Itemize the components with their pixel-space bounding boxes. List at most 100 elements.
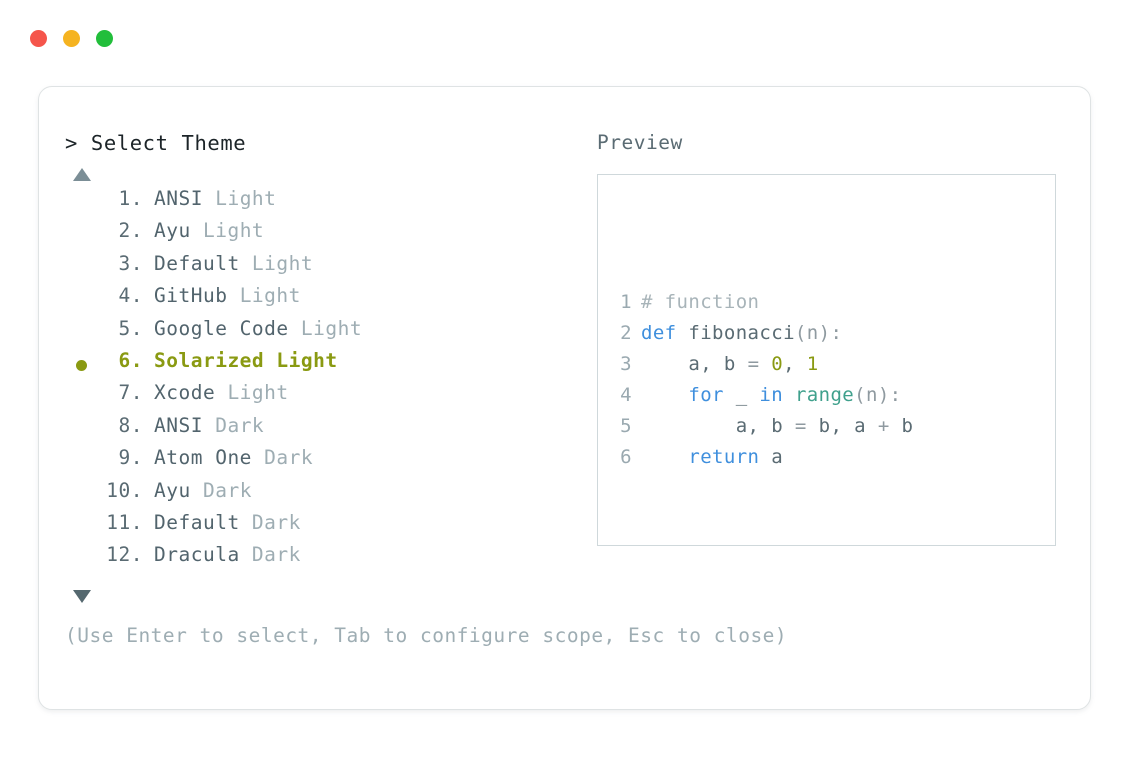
theme-list-item[interactable]: 8. ANSI Dark (65, 414, 565, 446)
theme-list-item[interactable]: 4. GitHub Light (65, 284, 565, 316)
page-title: > Select Theme (65, 131, 565, 155)
theme-item-index: 2. (118, 219, 143, 243)
code-token: 0 (771, 353, 784, 375)
theme-item-variant: Light (215, 381, 289, 405)
theme-list-item[interactable]: 6.Solarized Light (65, 349, 565, 381)
theme-item-name: ANSI (154, 413, 203, 437)
keyboard-hint: (Use Enter to select, Tab to configure s… (65, 624, 788, 647)
theme-list-item[interactable]: 2. Ayu Light (65, 219, 565, 251)
scroll-up-row[interactable] (65, 163, 565, 185)
theme-item-index: 5. (118, 316, 143, 340)
theme-item-index: 11. (106, 510, 143, 534)
scroll-down-row[interactable] (65, 586, 565, 608)
line-number: 1 (620, 291, 632, 313)
theme-list-item[interactable]: 3. Default Light (65, 252, 565, 284)
theme-item-index: 3. (118, 251, 143, 275)
theme-item-index: 10. (106, 478, 143, 502)
code-token: in (759, 384, 784, 406)
code-token: return (688, 446, 760, 468)
theme-list-item[interactable]: 9. Atom One Dark (65, 446, 565, 478)
selected-bullet-icon (75, 359, 87, 371)
line-number: 3 (620, 353, 632, 375)
code-token: b, a (806, 415, 878, 437)
line-number: 2 (620, 322, 632, 344)
theme-item-index: 9. (118, 446, 143, 470)
window-titlebar (30, 30, 113, 47)
code-token: _ (723, 384, 760, 406)
theme-list-item[interactable]: 11. Default Dark (65, 511, 565, 543)
theme-item-index: 1. (118, 187, 143, 210)
code-token: + (877, 415, 890, 437)
theme-item-index: 7. (118, 381, 143, 405)
theme-item-variant: Light (264, 348, 338, 372)
theme-item-name: Default (154, 251, 240, 275)
code-token: b (889, 415, 914, 437)
selection-marker-cell (65, 359, 97, 371)
code-token (783, 384, 795, 406)
code-spacer (620, 535, 1055, 545)
code-line: 6 return a (620, 442, 1055, 473)
code-line: 4 for _ in range(n): (620, 380, 1055, 411)
theme-item-name: Default (154, 510, 240, 534)
theme-item-variant: Dark (251, 446, 314, 470)
code-token: def (641, 322, 689, 344)
theme-item-variant: Dark (239, 510, 301, 534)
code-token: a, b (641, 415, 795, 437)
code-token (641, 446, 688, 468)
code-token: (n): (794, 322, 843, 344)
theme-item-index: 4. (118, 284, 143, 308)
triangle-up-icon[interactable] (73, 167, 91, 181)
code-token: a (759, 446, 784, 468)
triangle-down-icon[interactable] (73, 590, 91, 604)
theme-item-index: 8. (118, 413, 143, 437)
theme-item-name: ANSI (154, 187, 203, 210)
preview-label: Preview (597, 131, 683, 154)
theme-item-name: Dracula (154, 543, 240, 567)
theme-list-item[interactable]: 7.Xcode Light (65, 381, 565, 413)
code-line: 3 a, b = 0, 1 (620, 349, 1055, 380)
line-number: 4 (620, 384, 632, 406)
line-number: 5 (620, 415, 632, 437)
theme-item-index: 12. (106, 543, 143, 567)
code-token: , (783, 353, 807, 375)
theme-item-variant: Light (239, 251, 314, 275)
theme-item-name: GitHub (154, 284, 228, 308)
code-token: fibonacci (688, 322, 795, 344)
code-line: 5 a, b = b, a + b (620, 411, 1055, 442)
theme-list-item[interactable]: 10.Ayu Dark (65, 479, 565, 511)
theme-item-variant: Light (202, 187, 277, 210)
minimize-dot[interactable] (63, 30, 80, 47)
theme-item-name: Google Code (154, 316, 289, 340)
code-token (641, 384, 688, 406)
theme-list-item[interactable]: 12. Dracula Dark (65, 543, 565, 575)
theme-list-item[interactable]: 1. ANSI Light (65, 187, 565, 219)
theme-item-name: Ayu (154, 219, 191, 243)
code-token: # function (641, 291, 760, 313)
code-token: 1 (806, 353, 819, 375)
page-title-text (78, 131, 91, 155)
theme-item-index: 6. (118, 348, 143, 372)
code-line: 2 def fibonacci(n): (620, 318, 1055, 349)
close-dot[interactable] (30, 30, 47, 47)
code-token: range (794, 384, 855, 406)
theme-item-name: Ayu (154, 478, 191, 502)
code-token: a, b (641, 353, 748, 375)
theme-item-variant: Dark (202, 413, 265, 437)
theme-item-name: Atom One (154, 446, 252, 470)
code-line: 1 # function (620, 287, 1055, 318)
theme-item-variant: Light (190, 219, 265, 243)
code-token: = (747, 353, 772, 375)
theme-list-item[interactable]: 5.Google Code Light (65, 317, 565, 349)
theme-item-variant: Dark (239, 543, 301, 567)
theme-item-variant: Light (227, 284, 301, 308)
maximize-dot[interactable] (96, 30, 113, 47)
code-token: (n): (854, 384, 902, 406)
code-token: for (688, 384, 724, 406)
page-title-label: Select Theme (90, 131, 247, 155)
